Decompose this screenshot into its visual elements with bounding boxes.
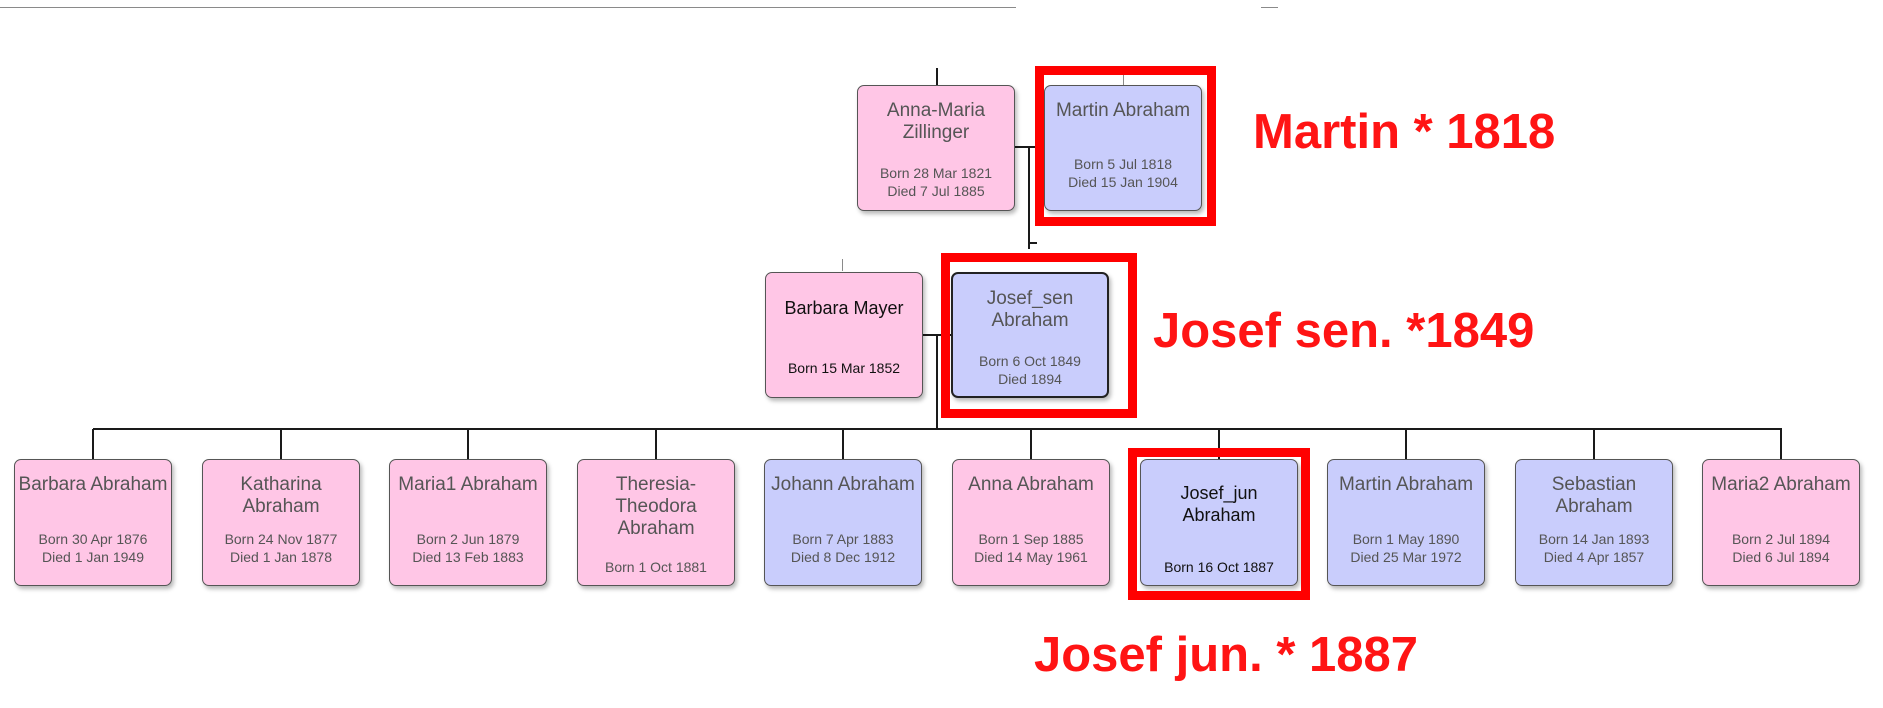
grandfather-stub-line xyxy=(1123,68,1124,85)
birth-date: Born 1 May 1890 xyxy=(1352,531,1460,547)
death-date: Died 8 Dec 1912 xyxy=(790,549,896,565)
person-name: Barbara Mayer xyxy=(784,298,904,318)
birth-date: Born 15 Mar 1852 xyxy=(787,360,901,376)
death-date: Died 7 Jul 1885 xyxy=(887,183,985,199)
death-date: Died 15 Jan 1904 xyxy=(1068,174,1178,190)
child-drop-line xyxy=(1405,429,1407,460)
person-name: Maria1 Abraham xyxy=(398,474,538,495)
person-name: Sebastian Abraham xyxy=(1551,474,1637,517)
person-dates: Born 5 Jul 1818 Died 15 Jan 1904 xyxy=(1047,155,1199,191)
death-date: Died 13 Feb 1883 xyxy=(412,549,524,565)
person-name: Theresia-Theodora Abraham xyxy=(615,474,697,539)
top-divider-right xyxy=(1261,7,1278,8)
death-date: Died 6 Jul 1894 xyxy=(1732,549,1830,565)
barbara-mayer-stub-line xyxy=(842,259,843,271)
person-dates: Born 28 Mar 1821 Died 7 Jul 1885 xyxy=(860,164,1012,200)
death-date: Died 1 Jan 1878 xyxy=(230,549,332,565)
child-drop-line xyxy=(92,429,94,460)
person-card-anna-maria-zillinger[interactable]: Anna-Maria Zillinger Born 28 Mar 1821 Di… xyxy=(857,85,1015,211)
highlight-box-josef-jun xyxy=(1128,448,1310,600)
birth-date: Born 6 Oct 1849 xyxy=(979,353,1081,369)
birth-date: Born 14 Jan 1893 xyxy=(1538,531,1650,547)
child-drop-line xyxy=(1218,429,1220,460)
birth-date: Born 1 Oct 1881 xyxy=(605,559,707,575)
grandmother-stub-line xyxy=(936,68,938,85)
death-date: Died 4 Apr 1857 xyxy=(1543,549,1645,565)
death-date: Died 1894 xyxy=(998,371,1062,387)
person-name: Josef_jun Abraham xyxy=(1180,483,1258,525)
person-card-josef-sen-abraham[interactable]: Josef_sen Abraham Born 6 Oct 1849 Died 1… xyxy=(951,272,1109,398)
person-card-martin-abraham-1818[interactable]: Martin Abraham Born 5 Jul 1818 Died 15 J… xyxy=(1044,85,1202,211)
annotation-martin: Martin * 1818 xyxy=(1253,105,1556,159)
death-date: Died 14 May 1961 xyxy=(974,549,1088,565)
person-name: Martin Abraham xyxy=(1338,474,1474,495)
birth-date: Born 24 Nov 1877 xyxy=(224,531,338,547)
birth-date: Born 7 Apr 1883 xyxy=(792,531,894,547)
parents-descent-line xyxy=(936,335,938,429)
person-name: Maria2 Abraham xyxy=(1711,474,1851,495)
grandparents-descent-line xyxy=(1028,147,1030,249)
birth-date: Born 2 Jun 1879 xyxy=(416,531,520,547)
person-name: Anna Abraham xyxy=(968,474,1094,495)
birth-date: Born 30 Apr 1876 xyxy=(38,531,148,547)
person-dates: Born 1 Oct 1881 xyxy=(580,558,732,576)
death-date: Died 1 Jan 1949 xyxy=(42,549,144,565)
birth-date: Born 5 Jul 1818 xyxy=(1073,156,1173,172)
child-drop-line xyxy=(1030,429,1032,460)
child-drop-line xyxy=(467,429,469,460)
child-drop-line xyxy=(1780,429,1782,460)
person-dates: Born 6 Oct 1849 Died 1894 xyxy=(955,352,1105,388)
child-drop-line xyxy=(655,429,657,460)
birth-date: Born 1 Sep 1885 xyxy=(978,531,1084,547)
annotation-josef-sen: Josef sen. *1849 xyxy=(1153,304,1535,358)
death-date: Died 25 Mar 1972 xyxy=(1350,549,1462,565)
highlight-box-martin xyxy=(1035,66,1216,226)
birth-date: Born 16 Oct 1887 xyxy=(1164,559,1274,575)
person-name: Anna-Maria Zillinger xyxy=(886,100,986,143)
josef-sen-stub-line xyxy=(1029,242,1037,244)
person-name: Martin Abraham xyxy=(1055,100,1191,121)
person-card-barbara-mayer[interactable]: Barbara Mayer Born 15 Mar 1852 xyxy=(765,272,923,398)
person-name: Katharina Abraham xyxy=(240,474,322,517)
person-name: Barbara Abraham xyxy=(18,474,168,495)
person-name: Johann Abraham xyxy=(771,474,915,495)
person-dates: Born 16 Oct 1887 xyxy=(1143,558,1295,576)
children-bus-line xyxy=(93,428,1782,430)
person-name: Josef_sen Abraham xyxy=(986,288,1074,331)
person-dates: Born 15 Mar 1852 xyxy=(768,359,920,377)
child-drop-line xyxy=(842,429,844,460)
annotation-josef-jun: Josef jun. * 1887 xyxy=(1034,628,1419,682)
highlight-box-josef-sen xyxy=(941,253,1137,418)
birth-date: Born 2 Jul 1894 xyxy=(1731,531,1831,547)
child-drop-line xyxy=(1593,429,1595,460)
birth-date: Born 28 Mar 1821 xyxy=(879,165,993,181)
top-divider-left xyxy=(0,7,1016,8)
child-drop-line xyxy=(280,429,282,460)
